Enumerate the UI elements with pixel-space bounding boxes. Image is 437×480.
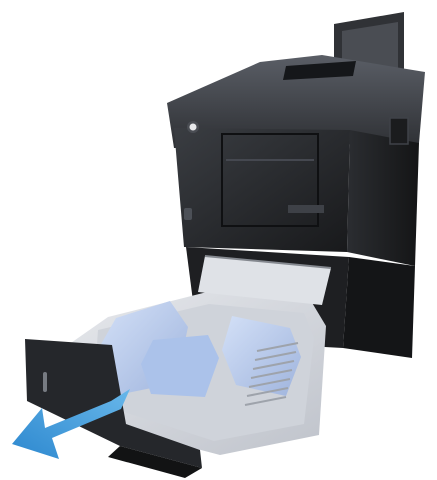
printer-lower-side — [343, 257, 415, 358]
tray-guide-right — [222, 316, 301, 396]
tray-front-handle — [43, 372, 47, 392]
tray-guide-center — [141, 335, 219, 397]
tray-side-ribs — [244, 342, 299, 406]
front-door-seam — [221, 133, 319, 227]
usb-port — [184, 208, 192, 220]
pull-direction-arrow-icon — [12, 389, 130, 459]
tray-rear-edge — [204, 255, 332, 269]
printer-side — [347, 130, 419, 266]
printer-top — [167, 55, 425, 148]
output-bin — [283, 61, 356, 80]
front-label-slot — [288, 205, 324, 213]
tray-rear-plate — [198, 256, 331, 305]
power-button-icon — [187, 121, 199, 133]
printer-front — [174, 128, 350, 252]
side-vent — [389, 117, 409, 145]
tray-front-lower — [108, 446, 202, 478]
